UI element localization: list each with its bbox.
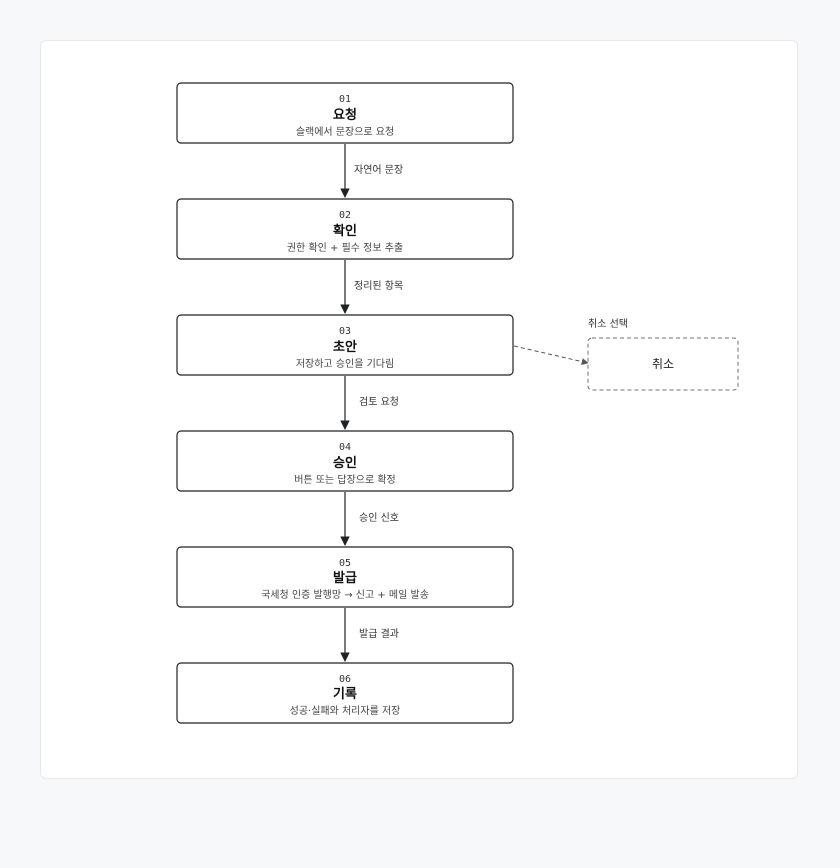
step-title: 기록	[333, 687, 357, 702]
step-number: 03	[339, 326, 351, 337]
step-node-3: 03 초안 저장하고 승인을 기다림	[176, 314, 514, 376]
edge-label-5: 발급 결과	[359, 628, 399, 640]
step-number: 02	[339, 210, 351, 221]
step-title: 확인	[333, 223, 357, 239]
edge-label-4: 승인 신호	[359, 512, 399, 524]
step-box	[176, 198, 514, 260]
step-box	[176, 546, 514, 608]
diagram-card	[40, 40, 798, 779]
step-number: 05	[339, 558, 351, 569]
edge-label-3: 검토 요청	[359, 396, 399, 408]
step-node-4: 04 승인 버튼 또는 답장으로 확정	[176, 430, 514, 492]
cancel-box-label: 취소	[652, 357, 674, 371]
cancel-branch: 취소 선택 취소	[513, 318, 739, 391]
cancel-edge	[513, 345, 589, 366]
step-description: 성공·실패와 처리자를 저장	[290, 705, 401, 717]
step-description: 버튼 또는 답장으로 확정	[294, 474, 396, 486]
step-box	[176, 314, 514, 376]
step-description: 슬랙에서 문장으로 요청	[296, 126, 394, 138]
step-number: 06	[339, 674, 351, 685]
step-node-1: 01 요청 슬랙에서 문장으로 요청	[176, 82, 514, 144]
step-box	[176, 430, 514, 492]
edge-label-1: 자연어 문장	[354, 164, 403, 176]
cancel-edge-label: 취소 선택	[588, 318, 628, 330]
step-node-5: 05 발급 국세청 인증 발행망 → 신고 + 메일 발송	[176, 546, 514, 608]
step-title: 승인	[333, 455, 357, 471]
step-description: 저장하고 승인을 기다림	[296, 357, 394, 370]
step-node-2: 02 확인 권한 확인 + 필수 정보 추출	[176, 198, 514, 260]
step-title: 요청	[333, 107, 357, 123]
cancel-box	[587, 337, 739, 391]
step-title: 발급	[333, 570, 357, 586]
step-number: 01	[339, 94, 351, 105]
step-node-6: 06 기록 성공·실패와 처리자를 저장	[176, 662, 514, 724]
step-title: 초안	[333, 339, 357, 355]
step-box	[176, 662, 514, 724]
step-box	[176, 82, 514, 144]
edge-label-2: 정리된 항목	[354, 280, 403, 292]
step-description: 권한 확인 + 필수 정보 추출	[287, 242, 403, 254]
edges-group: 자연어 문장 정리된 항목 검토 요청 승인 신호 발급 결과	[340, 144, 403, 662]
step-number: 04	[339, 442, 351, 453]
step-description: 국세청 인증 발행망 → 신고 + 메일 발송	[261, 589, 429, 601]
